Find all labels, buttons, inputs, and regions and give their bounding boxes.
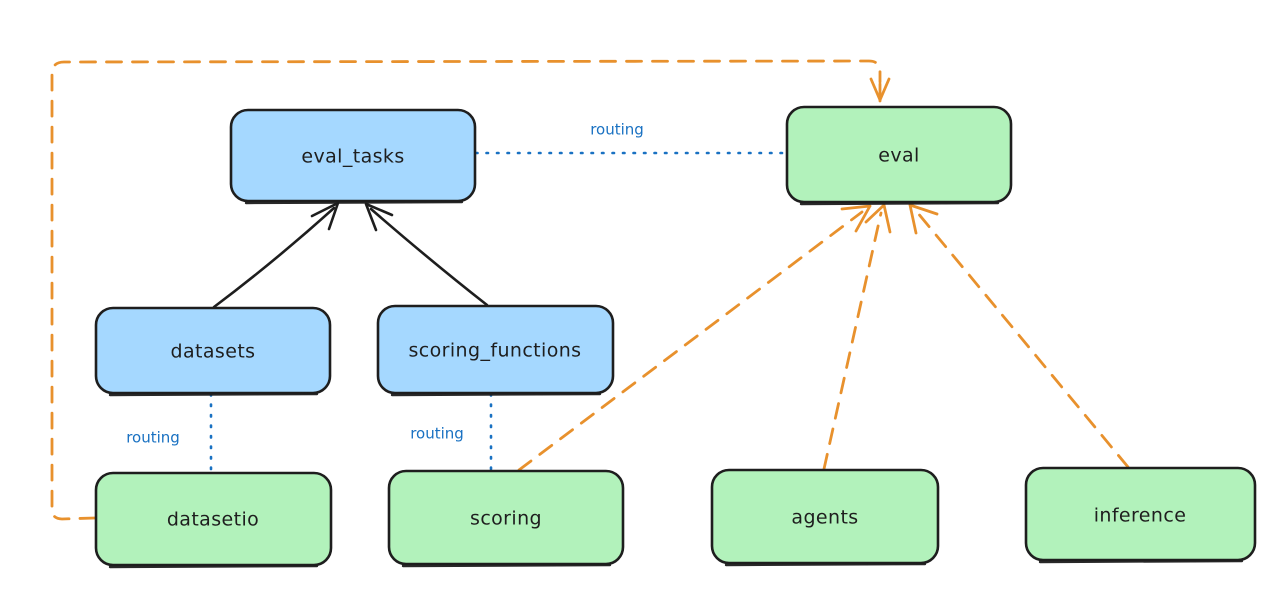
edge-datasetio-eval-arrowhead: [869, 77, 891, 102]
node-scoring-underline: [401, 563, 612, 568]
node-scoring-functions-shape[interactable]: [376, 304, 615, 395]
edge-datasets-to-eval-tasks: [212, 201, 340, 309]
edge-scoring-functions-eval-tasks-path: [369, 207, 489, 307]
edge-label-layer: routing routing routing: [126, 121, 644, 447]
node-datasets[interactable]: datasets: [94, 306, 332, 397]
node-inference-label: inference: [1094, 505, 1187, 527]
edge-label-routing-datasets-datasetio: routing: [126, 429, 180, 447]
node-eval-label: eval: [878, 145, 919, 167]
node-agents-label: agents: [791, 507, 858, 529]
node-inference[interactable]: inference: [1024, 466, 1257, 564]
node-datasets-label: datasets: [171, 341, 256, 363]
node-eval-tasks-label: eval_tasks: [301, 146, 404, 168]
node-inference-underline: [1038, 559, 1244, 564]
node-scoring-label: scoring: [470, 508, 542, 530]
edge-datasetio-to-eval: [50, 59, 891, 521]
edge-agents-eval-arrowhead: [864, 203, 892, 234]
edge-label-routing-scoring-functions-scoring: routing: [410, 425, 464, 443]
node-datasetio-shape[interactable]: [94, 471, 333, 567]
node-eval-tasks-underline: [244, 200, 464, 205]
node-agents-shape[interactable]: [710, 468, 940, 565]
edge-datasets-eval-tasks-arrowhead: [310, 201, 340, 231]
node-scoring-functions[interactable]: scoring_functions: [376, 304, 615, 397]
node-eval-shape[interactable]: [785, 105, 1013, 204]
node-inference-shape[interactable]: [1024, 466, 1257, 562]
node-scoring-functions-underline: [390, 392, 602, 397]
node-datasetio-label: datasetio: [167, 509, 259, 531]
node-layer: eval_tasks eval datasets scoring_functio…: [94, 105, 1257, 569]
node-agents-underline: [724, 562, 927, 567]
node-datasets-underline: [108, 392, 319, 397]
edge-inference-to-eval: [908, 203, 1130, 469]
node-scoring-functions-label: scoring_functions: [409, 340, 582, 362]
node-scoring-shape[interactable]: [387, 469, 625, 566]
edge-datasetio-eval-path: [50, 59, 882, 521]
edge-label-routing-eval-tasks-eval: routing: [590, 121, 644, 139]
node-scoring[interactable]: scoring: [387, 469, 625, 568]
node-eval-tasks-shape[interactable]: [229, 108, 477, 203]
edge-scoring-eval-arrowhead: [840, 204, 872, 233]
node-eval[interactable]: eval: [785, 105, 1013, 206]
edge-scoring-eval-path: [517, 210, 864, 472]
edge-inference-eval-arrowhead: [908, 203, 939, 235]
edge-datasets-eval-tasks-path: [212, 206, 336, 309]
edge-scoring-to-eval: [517, 204, 872, 472]
edge-inference-eval-path: [915, 210, 1130, 469]
node-agents[interactable]: agents: [710, 468, 940, 567]
node-eval-tasks[interactable]: eval_tasks: [229, 108, 477, 205]
node-datasets-shape[interactable]: [94, 306, 332, 395]
edge-layer: [50, 59, 1130, 521]
node-eval-underline: [799, 201, 1000, 206]
edge-scoring-functions-to-eval-tasks: [364, 202, 489, 307]
edge-agents-to-eval: [822, 203, 892, 471]
edge-agents-eval-path: [822, 211, 883, 471]
edge-scoring-functions-eval-tasks-arrowhead: [364, 202, 394, 232]
node-datasetio-underline: [108, 564, 319, 569]
node-datasetio[interactable]: datasetio: [94, 471, 333, 569]
